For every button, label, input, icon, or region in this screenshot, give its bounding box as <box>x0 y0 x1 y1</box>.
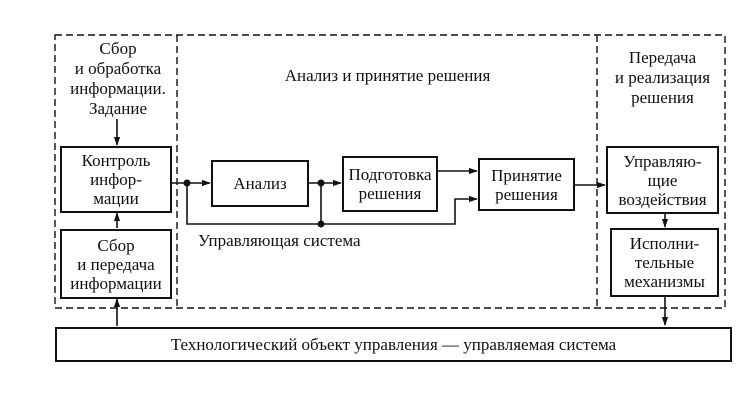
left-title-line-2: и обработка <box>74 59 162 78</box>
collect-line-3: информации <box>70 273 162 293</box>
right-title-line-2: и реализация <box>614 68 711 87</box>
actions-block: Управляю- щие воздействия <box>606 146 719 214</box>
center-section-title: Анализ и принятие решения <box>284 66 491 85</box>
collect-line-2: и передача <box>77 254 155 274</box>
right-title-line-3: решения <box>631 88 694 107</box>
decision-block: Принятие решения <box>478 158 575 211</box>
prepare-block: Подготовка решения <box>342 156 438 212</box>
left-title-line-3: информации. <box>70 79 166 98</box>
controlled-object-label: Технологический объект управления — упра… <box>170 335 617 354</box>
bypass-to-decision-arrow <box>321 195 478 225</box>
control-line-2: инфор- <box>90 170 142 189</box>
right-title-line-1: Передача <box>628 48 697 67</box>
analysis-label: Анализ <box>233 174 287 193</box>
decision-line-2: решения <box>495 184 558 204</box>
control-system-label: Управляющая система <box>198 231 361 250</box>
control-system-outline <box>54 34 726 309</box>
mechanisms-line-2: тельные <box>634 253 695 272</box>
actions-line-2: щие <box>647 170 678 190</box>
control-block: Контроль инфор- мации <box>60 146 172 213</box>
collect-line-1: Сбор <box>97 235 135 255</box>
mechanisms-block: Исполни- тельные механизмы <box>610 228 719 297</box>
mechanisms-line-1: Исполни- <box>629 234 700 253</box>
left-section-title: Сбор и обработка информации. <box>62 39 174 99</box>
task-label: Задание <box>89 99 147 118</box>
mechanisms-line-3: механизмы <box>624 272 705 291</box>
analysis-block: Анализ <box>211 160 309 207</box>
collect-block: Сбор и передача информации <box>60 229 172 299</box>
actions-line-3: воздействия <box>618 189 707 209</box>
control-line-1: Контроль <box>81 151 151 170</box>
right-section-title: Передача и реализация решения <box>600 48 725 108</box>
controlled-object-block: Технологический объект управления — упра… <box>55 327 732 362</box>
prepare-line-1: Подготовка <box>348 165 432 184</box>
prepare-line-2: решения <box>358 184 422 203</box>
left-title-line-1: Сбор <box>99 39 137 58</box>
decision-line-1: Принятие <box>491 165 562 185</box>
actions-line-1: Управляю- <box>623 151 702 171</box>
control-line-3: мации <box>93 189 139 208</box>
bypass-line <box>186 183 321 225</box>
